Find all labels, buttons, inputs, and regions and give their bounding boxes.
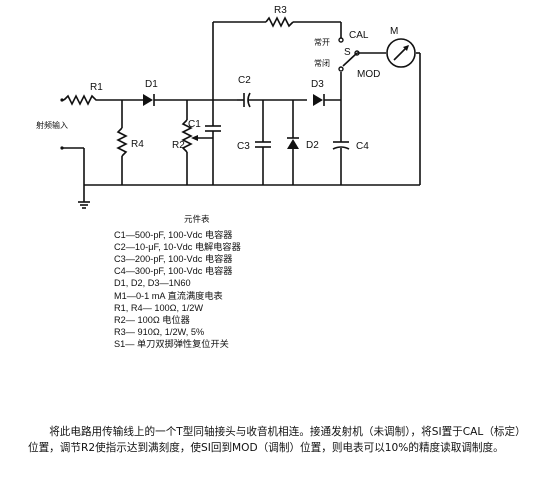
label-mod: MOD: [357, 69, 380, 80]
capacitor-c2: [237, 92, 307, 108]
label-m: M: [390, 26, 398, 37]
parts-list-title: 元件表: [184, 215, 210, 225]
parts-list-item: C4—300-pF, 100-Vdc 电容器: [114, 266, 233, 277]
parts-list: 元件表 C1—500-pF, 100-Vdc 电容器 C2—10-μF, 10-…: [114, 214, 434, 350]
diode-d1: [122, 94, 187, 106]
label-normally-open: 常开: [314, 38, 330, 47]
input-terminals: [60, 98, 85, 202]
label-s: S: [344, 47, 351, 58]
label-r1: R1: [90, 82, 103, 93]
label-d3: D3: [311, 79, 324, 90]
label-r4: R4: [131, 139, 144, 150]
resistor-r3: [213, 16, 342, 38]
parts-list-item: C2—10-μF, 10-Vdc 电解电容器: [114, 242, 241, 253]
parts-list-item: R3— 910Ω, 1/2W, 5%: [114, 326, 205, 337]
parts-list-item: C3—200-pF, 100-Vdc 电容器: [114, 254, 233, 265]
resistor-r1: [63, 94, 122, 106]
capacitor-c3: [255, 100, 271, 185]
potentiometer-r2: [181, 100, 213, 185]
capacitor-c1: [205, 100, 221, 185]
label-r3: R3: [274, 5, 287, 16]
description-paragraph: 将此电路用传输线上的一个T型同轴接头与收音机相连。接通发射机（未调制），将SI置…: [28, 426, 526, 454]
parts-list-item: R1, R4— 100Ω, 1/2W: [114, 302, 204, 313]
label-c3: C3: [237, 141, 250, 152]
parts-list-item: S1— 单刀双掷弹性复位开关: [114, 338, 229, 349]
label-c4: C4: [356, 141, 369, 152]
meter-m1: [357, 38, 421, 185]
diode-d3: [313, 94, 341, 106]
label-c1: C1: [188, 119, 201, 130]
label-d1: D1: [145, 79, 158, 90]
label-d2: D2: [306, 140, 319, 151]
parts-list-item: M1—0-1 mA 直流满度电表: [114, 290, 223, 301]
resistor-r4: [116, 100, 128, 185]
label-r2: R2: [172, 140, 185, 151]
diode-d2: [287, 100, 299, 185]
parts-list-item: R2— 100Ω 电位器: [114, 314, 190, 325]
parts-list-item: C1—500-pF, 100-Vdc 电容器: [114, 230, 233, 241]
label-normally-closed: 常闭: [314, 59, 330, 68]
label-c2: C2: [238, 75, 251, 86]
label-cal: CAL: [349, 30, 369, 41]
circuit-schematic: R1 D1 R4 R2 C1 R3: [36, 5, 421, 209]
capacitor-c4: [332, 72, 350, 185]
label-rf-input: 射频输入: [36, 120, 68, 130]
ground-symbol: [78, 201, 90, 209]
parts-list-item: D1, D2, D3—1N60: [114, 278, 191, 289]
